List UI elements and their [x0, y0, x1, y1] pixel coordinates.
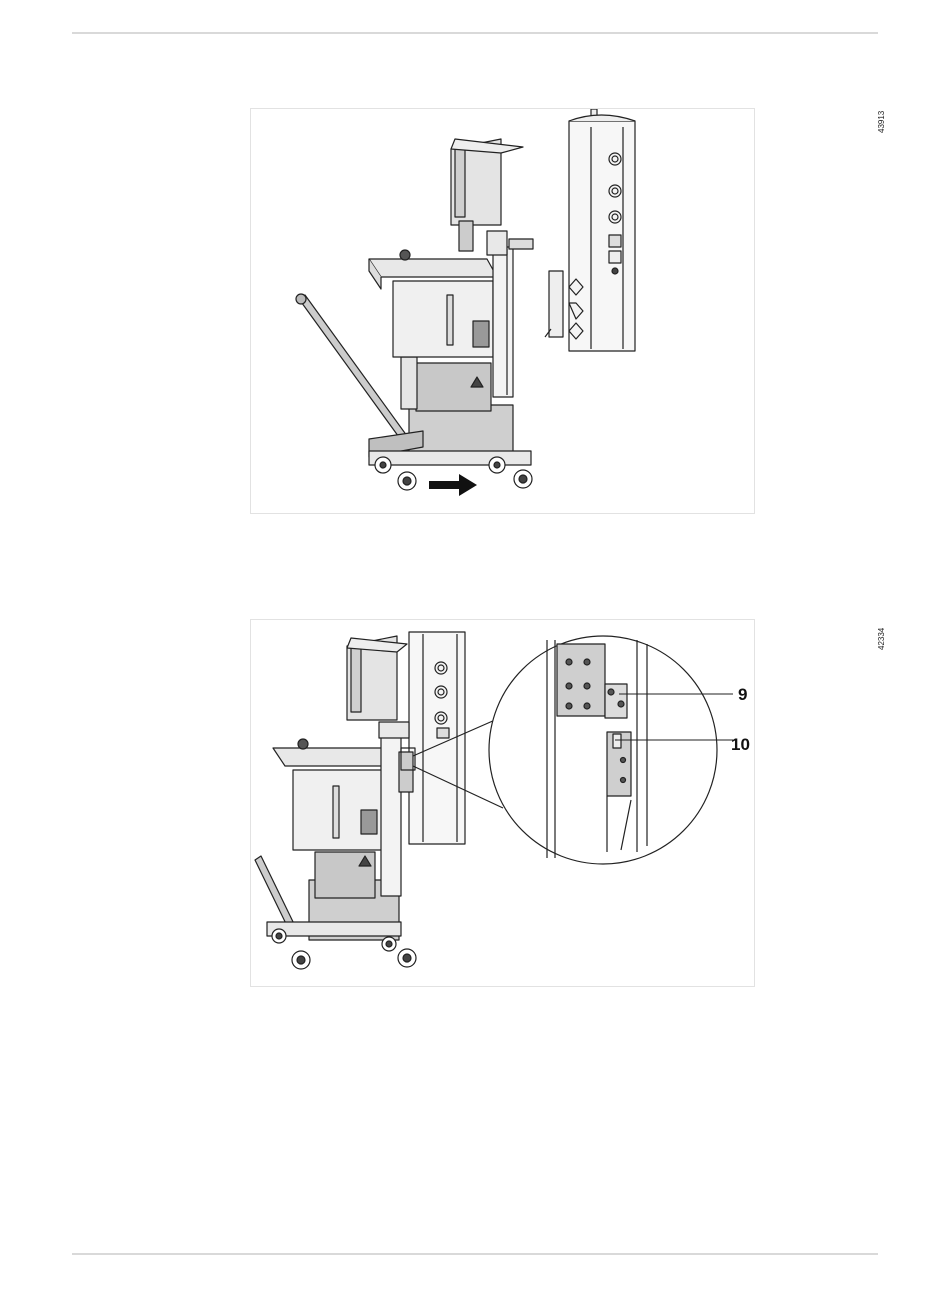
figure-id-label: 43913 [877, 111, 886, 133]
direction-arrow-icon [429, 474, 477, 496]
illustration-mounting-detail [251, 620, 754, 986]
illustration-workstation-and-column [251, 109, 754, 513]
callout-number-10: 10 [731, 735, 750, 755]
figure-mounting-detail [250, 619, 755, 987]
figure-id-label: 42334 [877, 628, 886, 650]
figure-anaesthesia-workstation-to-column [250, 108, 755, 514]
footer-rule [72, 1253, 878, 1255]
callout-number-9: 9 [738, 685, 747, 705]
header-rule [72, 32, 878, 34]
